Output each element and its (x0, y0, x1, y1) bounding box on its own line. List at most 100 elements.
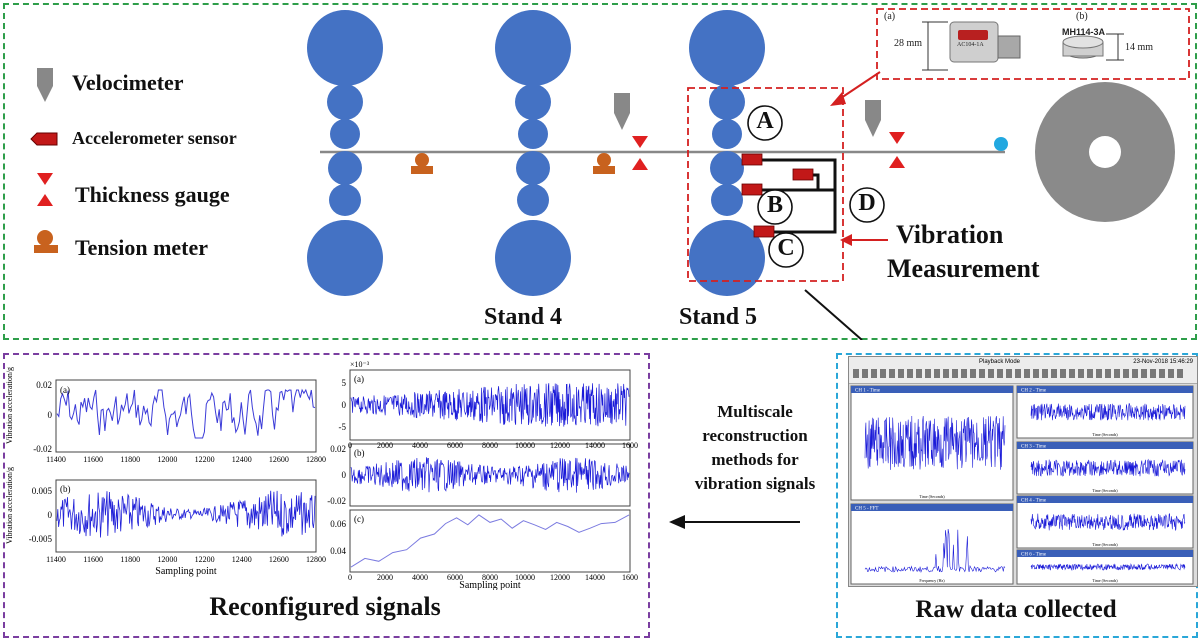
point-d-label: D (858, 190, 876, 216)
xtick-label: 2000 (377, 441, 393, 450)
xtick-label: 1600 (622, 441, 638, 450)
sensor-a-size: 28 mm (894, 38, 923, 49)
legend-velocimeter-label: Velocimeter (72, 70, 184, 95)
software-panel-title: CH 3 - Time (1021, 445, 1047, 450)
flow-arrow-down (804, 289, 863, 340)
xtick-label: 4000 (412, 441, 428, 450)
right-c-tag: (c) (354, 514, 364, 524)
software-window: Playback Mode 23-Nov-2018 15:46:29 CH 1 … (848, 356, 1198, 587)
xtick-label: 12800 (306, 455, 326, 464)
xtick-label: 12200 (195, 455, 215, 464)
software-toolbar: Playback Mode 23-Nov-2018 15:46:29 (849, 357, 1197, 384)
velocimeter-1 (614, 93, 630, 130)
methods-line-4: vibration signals (694, 474, 816, 493)
point-a-label: A (756, 108, 774, 134)
right-a-ytick-1: 0 (342, 400, 347, 410)
xtick-label: 12600 (269, 555, 289, 564)
xtick-label: 11800 (120, 455, 140, 464)
legend-thickness-label: Thickness gauge (75, 182, 230, 207)
xtick-label: 14000 (585, 573, 605, 582)
xtick-label: 11800 (120, 555, 140, 564)
software-axis-label: Time (Seconds) (1092, 432, 1118, 437)
software-axis-label: Time (Seconds) (919, 494, 945, 499)
point-markers (747, 105, 885, 268)
vibration-box (687, 87, 844, 282)
legend-thickness-icon (37, 173, 53, 206)
legend-velocimeter-icon (37, 68, 53, 102)
xtick-label: 10000 (515, 441, 535, 450)
right-a-ytick-2: -5 (339, 422, 347, 432)
tension-meter-2 (593, 153, 615, 174)
sensor-a-picture (922, 21, 1021, 71)
left-a-tag: (a) (60, 385, 70, 395)
raw-title: Raw data collected (915, 596, 1117, 623)
legend-accelerometer-label: Accelerometer sensor (72, 128, 237, 148)
thickness-gauge-2 (889, 132, 905, 168)
software-panel-title: CH 2 - Time (1021, 389, 1047, 394)
right-plots: ×10⁻³ (a) (b) (c) 5 0 -5 0.02 0 -0.02 0.… (327, 360, 638, 590)
mill-panel-border (3, 3, 1197, 340)
right-a-ytick-0: 5 (342, 378, 347, 388)
right-c-ytick-0: 0.06 (330, 519, 346, 529)
sensor-b-size: 14 mm (1125, 42, 1154, 53)
vibration-line-2: Measurement (887, 254, 1040, 283)
reconfigured-title: Reconfigured signals (209, 592, 441, 621)
sensor-a-tag: (a) (884, 11, 896, 22)
left-a-ytick-1: 0 (48, 410, 53, 420)
methods-line-1: Multiscale (717, 402, 793, 421)
left-b-tag: (b) (60, 484, 71, 494)
software-panel-title: CH 4 - Time (1021, 499, 1047, 504)
xtick-label: 14000 (585, 441, 605, 450)
xtick-label: 1600 (622, 573, 638, 582)
methods-line-2: reconstruction (702, 426, 808, 445)
stand-1-rolls (307, 10, 383, 296)
xtick-label: 6000 (447, 441, 463, 450)
sensor-b-tag: (b) (1076, 11, 1088, 22)
thickness-gauge-1 (632, 136, 648, 170)
left-b-ytick-0: 0.005 (32, 486, 53, 496)
xtick-label: 12200 (195, 555, 215, 564)
velocimeter-2 (865, 100, 881, 137)
reconfigured-panel-border (3, 353, 650, 638)
left-b-signal (56, 490, 316, 538)
xtick-label: 12000 (550, 441, 570, 450)
stand-4-rolls (495, 10, 571, 296)
software-date: 23-Nov-2018 15:46:29 (1133, 359, 1193, 365)
software-panel-title: CH 1 - Time (855, 389, 881, 394)
left-a-ytick-0: 0.02 (36, 380, 52, 390)
right-a-tag: (a) (354, 374, 364, 384)
legend-accelerometer-icon (30, 132, 58, 146)
right-a-signal (350, 383, 630, 427)
xtick-label: 8000 (482, 573, 498, 582)
sensor-b-model: MH114-3A (1062, 27, 1106, 37)
point-c-label: C (777, 235, 795, 261)
xtick-label: 12400 (232, 555, 252, 564)
legend-tension-icon (34, 230, 58, 253)
point-b-label: B (766, 192, 783, 218)
left-xlabel: Sampling point (155, 566, 217, 577)
xtick-label: 12000 (550, 573, 570, 582)
left-a-signal (56, 388, 316, 439)
xtick-label: 12400 (232, 455, 252, 464)
left-a-ylabel: Vibration acceleration/g (5, 367, 14, 444)
xtick-label: 12800 (306, 555, 326, 564)
software-axis-label: Time (Seconds) (1092, 542, 1118, 547)
xtick-label: 0 (348, 441, 352, 450)
sensor-wiring (760, 158, 837, 234)
vibration-line-1: Vibration (896, 220, 1004, 249)
vibration-measurement-label: Vibration Measurement (887, 218, 1040, 286)
software-axis-label: Frequency (Hz) (919, 578, 945, 583)
left-a-ytick-2: -0.02 (33, 444, 52, 454)
left-b-ytick-2: -0.005 (29, 534, 53, 544)
mill-diagram (30, 8, 1190, 340)
sensor-a-model: AC104-1A (957, 42, 984, 48)
right-c-signal (350, 514, 630, 568)
deflector-roll (994, 137, 1008, 151)
